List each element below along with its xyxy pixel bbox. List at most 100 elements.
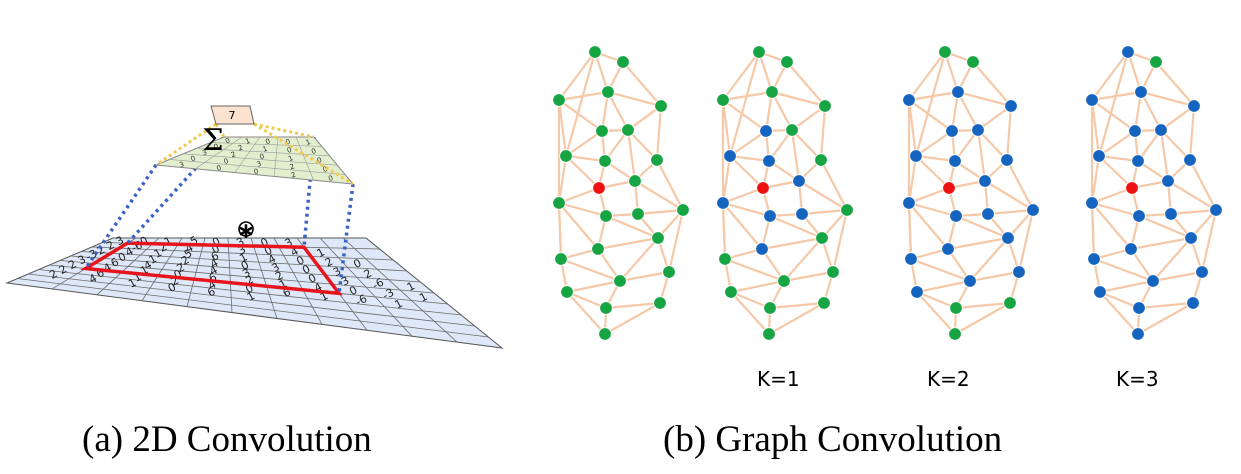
graph-edge (626, 129, 637, 182)
graph-edge (1130, 236, 1192, 251)
kernel-cell-value: 2 (237, 144, 244, 153)
graph-edge (1098, 130, 1136, 157)
graph-edge (730, 291, 770, 335)
graph-node (945, 124, 959, 138)
graph-edge (1099, 290, 1140, 310)
graph-edge (637, 208, 684, 216)
graph-node (654, 99, 668, 113)
grid-line (342, 237, 458, 343)
graph-node (1187, 99, 1201, 113)
graph-edge (771, 90, 826, 108)
graph-node (763, 209, 777, 223)
kernel-cell-value: 3 (178, 160, 185, 169)
graph-edge (910, 257, 971, 283)
kernel-cell-value: 2 (230, 150, 237, 159)
graph-node (1131, 327, 1145, 341)
graph-node (1131, 154, 1145, 168)
graph-node (1093, 285, 1107, 299)
graph-edge (604, 302, 661, 335)
graph-node (613, 274, 627, 288)
graph-edge (771, 91, 793, 131)
kernel-grid-line (195, 136, 243, 170)
graph-node (598, 327, 612, 341)
graph-edge (819, 105, 827, 161)
graph-node (777, 274, 791, 288)
input-cell-value: -6 (353, 292, 369, 309)
projection-line (337, 183, 355, 294)
graph-edge (1140, 91, 1162, 131)
graph-node (554, 252, 568, 266)
graph-node (826, 265, 840, 279)
graph-edge (908, 201, 957, 218)
grid-line (91, 246, 394, 261)
graph-node (651, 231, 665, 245)
kernel-cell-value: 1 (262, 145, 269, 154)
graph-node (716, 196, 730, 210)
graph-node (948, 327, 962, 341)
graph-node (552, 196, 566, 210)
graph-edge (908, 99, 953, 132)
graph-node (759, 124, 773, 138)
graph-edge (1189, 159, 1217, 211)
graph-edge (557, 155, 568, 204)
grid-line (59, 260, 435, 294)
graph-node (1124, 242, 1138, 256)
convolution-symbol: ∗ (237, 219, 255, 244)
graph-edge (730, 290, 771, 310)
kernel-grid-line (273, 136, 279, 177)
graph-edge (597, 236, 659, 251)
graph-edge (916, 291, 956, 335)
graph-node (1004, 99, 1018, 113)
convolution-operator-icon: ∗ (237, 219, 255, 244)
kernel-cell-value: 1 (287, 154, 294, 163)
graph-node (631, 207, 645, 221)
graph-edge (1140, 90, 1195, 108)
graph-node (1012, 265, 1026, 279)
kernel-grid-line (210, 142, 322, 147)
kernel-cell-value: 0 (285, 138, 292, 147)
graph-node (840, 203, 854, 217)
graph-edge (769, 301, 825, 310)
graph-convolution-diagram (552, 45, 1223, 341)
graph-node (1026, 203, 1040, 217)
grid-line (319, 237, 413, 337)
graph-node (1184, 231, 1198, 245)
graph-node (1154, 123, 1168, 137)
kernel-cell-value: 0 (213, 142, 220, 151)
graph-edge (1188, 105, 1196, 161)
graph-edge (790, 129, 801, 182)
graph-node (1132, 301, 1146, 315)
graph-node (763, 301, 777, 315)
graph-node (1132, 209, 1146, 223)
graph-edge (728, 51, 761, 157)
graph-edge (605, 301, 661, 310)
graph-edge (656, 159, 684, 211)
graph-edge (969, 237, 1009, 282)
graph-edge (976, 129, 987, 182)
graph-node (1121, 45, 1135, 59)
caption-graph-convolution: (b) Graph Convolution (663, 419, 1003, 460)
graph-node (662, 265, 676, 279)
sum-symbol: Σ (202, 123, 223, 158)
graph-edge (634, 180, 684, 211)
graph-node (1161, 174, 1175, 188)
graph-node (902, 196, 916, 210)
graph-edge (557, 202, 563, 260)
graph-edge (729, 155, 764, 189)
graph-edge (1090, 99, 1101, 157)
graph-node (1209, 203, 1223, 217)
graph-node (599, 209, 613, 223)
graph-edge (1097, 51, 1130, 157)
graph-edge (1200, 209, 1218, 273)
graph-node (1134, 85, 1148, 99)
kernel-grid-line (234, 136, 261, 173)
grid-line (273, 237, 323, 325)
projection-line (253, 122, 354, 186)
graph-edge (801, 208, 848, 216)
graph-edge (1005, 105, 1013, 161)
graph-edge (566, 279, 621, 294)
graph-node (621, 123, 635, 137)
center-node (942, 181, 956, 195)
projection-line (155, 122, 217, 167)
